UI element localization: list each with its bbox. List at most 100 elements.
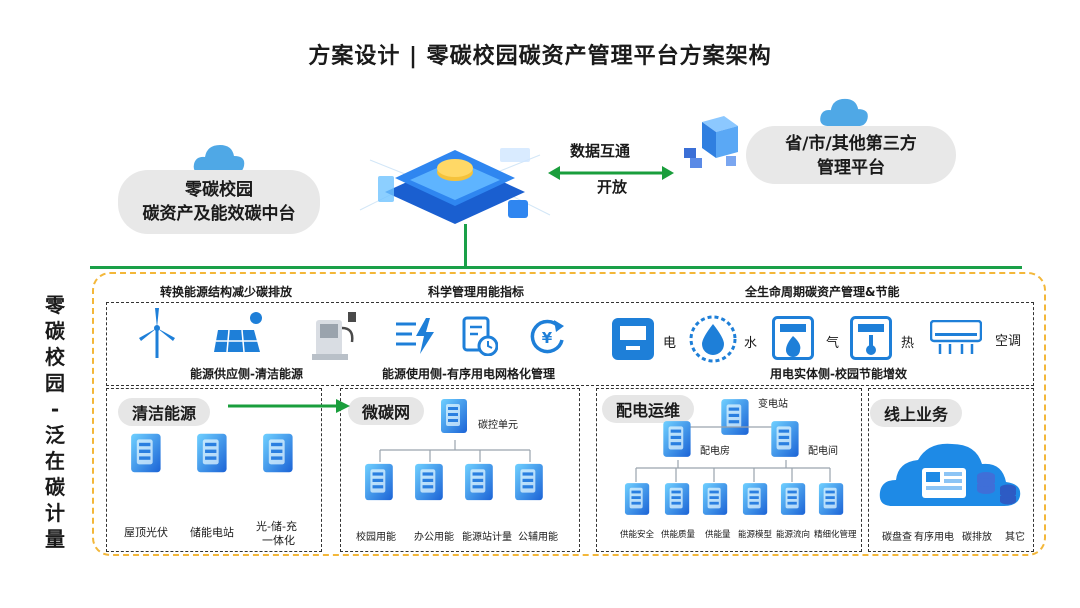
energy-station-server-icon [464,460,496,508]
micro-item-3: 能源站计量 [462,532,512,543]
power-ops-title: 配电运维 [602,395,695,423]
link-label-1: 数据互通 [570,142,631,160]
utility-label-electric: 电 [663,336,677,351]
caption-right: 用电实体侧-校园节能增效 [770,367,907,381]
top-box [106,302,1034,386]
online-title: 线上业务 [870,399,963,427]
side-label: 零 碳 校 园 - 泛 在 碳 计 量 [42,292,68,552]
gas-icon [772,316,814,360]
power-mid-left-label: 配电房 [700,446,730,457]
water-drop-icon [688,314,738,364]
side-char: 碳 [45,319,65,343]
micro-item-4: 公辅用能 [518,532,558,543]
side-char: 园 [45,371,65,395]
right-platform-line2: 管理平台 [817,158,885,178]
micro-grid-title: 微碳网 [348,397,425,425]
power-tree-bottom [620,460,850,490]
schedule-document-icon [462,316,498,356]
side-char: 泛 [45,423,65,447]
clean-item-1: 屋顶光伏 [124,526,168,539]
connector-line [464,224,467,268]
caption-mid: 能源使用侧-有序用电网格化管理 [382,367,555,381]
power-top-label: 变电站 [758,399,788,410]
platform-illustration [350,120,560,239]
caption-left: 能源供应侧-清洁能源 [190,367,303,381]
third-party-illustration [680,112,746,178]
utility-server-icon [514,460,546,508]
right-platform-pill: 省/市/其他第三方 管理平台 [746,126,956,184]
utility-label-heat: 热 [901,336,915,351]
utility-label-gas: 气 [826,336,840,351]
bidirectional-arrow-icon [548,163,674,187]
utility-label-ac: 空调 [995,334,1022,349]
utility-label-water: 水 [744,336,758,351]
clean-energy-title: 清洁能源 [118,398,211,426]
left-platform-line2: 碳资产及能效碳中台 [142,204,296,224]
power-room-server-icon [662,418,694,464]
heading-right: 全生命周期碳资产管理&节能 [745,285,900,299]
charging-station-icon [312,310,358,360]
side-char: 校 [45,345,65,369]
micro-item-2: 办公用能 [414,532,454,543]
heading-left: 转换能源结构减少碳排放 [160,285,293,299]
energy-flow-server-icon [780,480,808,522]
online-item-3: 碳排放 [962,532,992,543]
online-item-4: 其它 [1005,532,1025,543]
side-char: 量 [45,527,65,551]
micro-grid-top-label: 碳控单元 [478,420,518,431]
clean-item-4: 一体化 [262,534,295,547]
left-platform-pill: 零碳校园 碳资产及能效碳中台 [118,170,320,234]
energy-model-server-icon [742,480,770,522]
electric-meter-icon [612,318,654,360]
cloud-icon [192,142,246,176]
right-platform-line1: 省/市/其他第三方 [785,134,917,154]
flow-arrow-icon [228,398,350,418]
cloud-icon [818,96,870,128]
heat-icon [850,316,892,360]
online-item-1: 碳盘查 [882,532,912,543]
online-box [868,388,1034,552]
yuan-cycle-icon: ¥ [528,318,566,356]
power-item-1: 供能安全 [620,530,655,540]
power-ops-box [596,388,862,552]
side-char: 在 [45,449,65,473]
online-cloud-icon [878,432,1026,516]
left-platform-line1: 零碳校园 [185,180,253,200]
svg-text:¥: ¥ [542,329,553,347]
wind-turbine-icon [136,308,178,358]
solar-panel-icon [214,310,266,356]
power-tree-top [662,418,792,437]
power-item-2: 供能质量 [661,530,696,540]
power-item-5: 能源流向 [776,530,811,540]
supply-quality-server-icon [664,480,692,522]
power-closet-server-icon [770,418,802,464]
micro-grid-box [340,388,580,552]
campus-server-icon [364,460,396,508]
rooftop-pv-server-icon [130,430,164,480]
supply-amount-server-icon [702,480,730,522]
pv-storage-charge-server-icon [262,430,296,480]
storage-server-icon [196,430,230,480]
power-item-4: 能源模型 [738,530,773,540]
clean-item-3: 光-储-充 [256,520,297,533]
power-item-3: 供能量 [705,530,731,540]
micro-item-1: 校园用能 [356,532,396,543]
energy-flash-icon [396,318,436,354]
page-title: 方案设计 | 零碳校园碳资产管理平台方案架构 [308,44,772,69]
power-mid-right-label: 配电间 [808,446,838,457]
online-item-2: 有序用电 [914,532,954,543]
supply-safety-server-icon [624,480,652,522]
carbon-control-server-icon [440,396,470,440]
tree-lines [370,440,550,468]
divider-line [90,266,1022,269]
link-label-2: 开放 [597,178,628,196]
side-dash: - [50,397,60,421]
heading-mid: 科学管理用能指标 [428,285,525,299]
side-char: 零 [45,293,65,317]
fine-management-server-icon [818,480,846,522]
clean-energy-box [106,388,322,552]
office-server-icon [414,460,446,508]
main-container [92,272,1046,556]
air-conditioner-icon [930,320,982,356]
power-item-6: 精细化管理 [814,530,857,540]
